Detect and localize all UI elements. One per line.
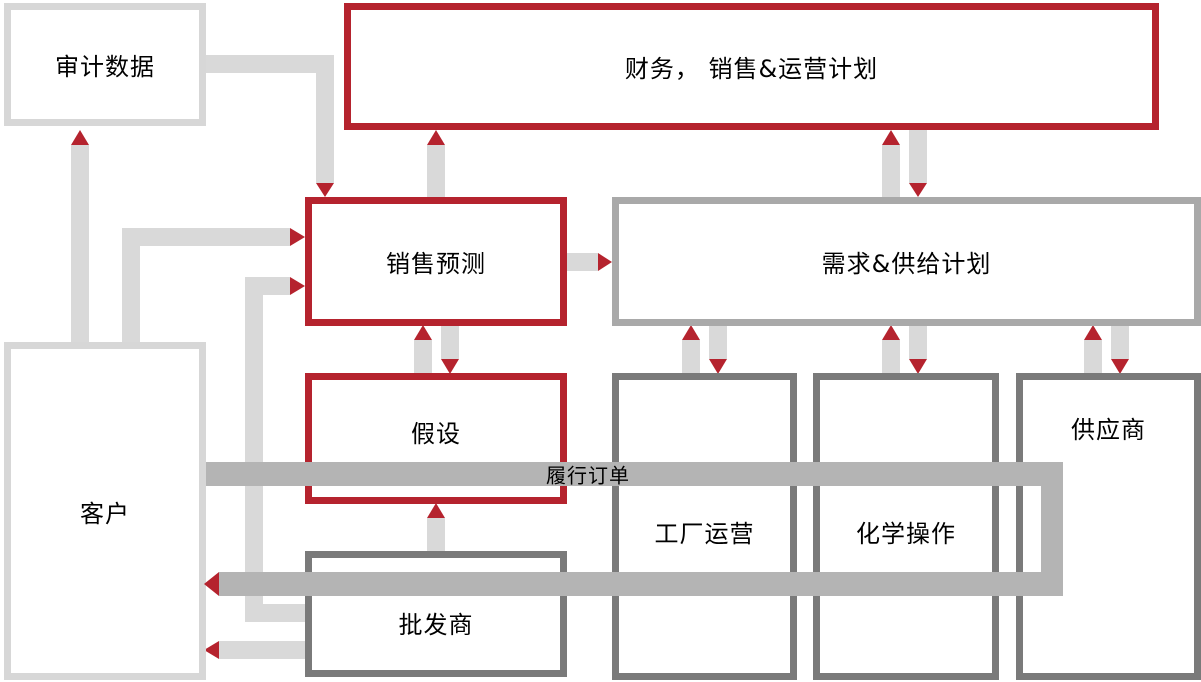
node-chemical: 化学操作: [813, 373, 999, 680]
arrow-factory-to-demand: [682, 325, 700, 374]
arrow-wholesaler-to-forecast: [245, 277, 308, 622]
arrow-demand-to-plan: [882, 130, 900, 198]
arrow-demand-to-chemical: [909, 325, 927, 374]
node-supplier-label: 供应商: [1071, 416, 1146, 444]
arrow-supplier-to-demand: [1084, 325, 1102, 374]
node-wholesaler: 批发商: [305, 551, 567, 677]
node-assume: 假设: [305, 373, 567, 504]
node-plan: 财务， 销售&运营计划: [344, 3, 1159, 130]
arrow-customer-to-forecast: [122, 228, 305, 343]
arrow-demand-to-supplier: [1111, 325, 1129, 374]
node-demand: 需求&供给计划: [612, 197, 1201, 326]
node-forecast: 销售预测: [305, 197, 567, 326]
node-audit: 审计数据: [4, 3, 206, 126]
node-customer: 客户: [4, 342, 206, 680]
arrow-wholesaler-to-assume: [427, 503, 445, 552]
arrow-forecast-to-assume: [441, 325, 459, 374]
node-chemical-label: 化学操作: [856, 520, 956, 548]
node-customer-label: 客户: [80, 499, 130, 528]
arrow-forecast-to-demand: [566, 253, 612, 271]
node-demand-label: 需求&供给计划: [821, 250, 992, 278]
node-forecast-label: 销售预测: [386, 250, 486, 278]
node-plan-label: 财务， 销售&运营计划: [624, 55, 879, 83]
node-factory: 工厂运营: [612, 373, 797, 680]
arrow-audit-to-forecast: [206, 55, 334, 197]
arrow-forecast-to-plan: [427, 130, 445, 198]
edge-label-fulfill: 履行订单: [546, 463, 630, 488]
arrow-demand-to-factory: [709, 325, 727, 374]
node-audit-label: 审计数据: [55, 53, 155, 81]
arrow-customer-to-audit: [71, 130, 89, 343]
arrow-chemical-to-demand: [882, 325, 900, 374]
arrow-plan-to-demand: [909, 130, 927, 197]
node-assume-label: 假设: [411, 420, 461, 448]
arrow-wholesaler-to-customer: [204, 641, 308, 659]
node-factory-label: 工厂运营: [654, 520, 755, 548]
node-wholesaler-label: 批发商: [398, 611, 474, 639]
node-supplier: 供应商: [1016, 373, 1201, 680]
arrow-assume-to-forecast: [414, 325, 432, 374]
